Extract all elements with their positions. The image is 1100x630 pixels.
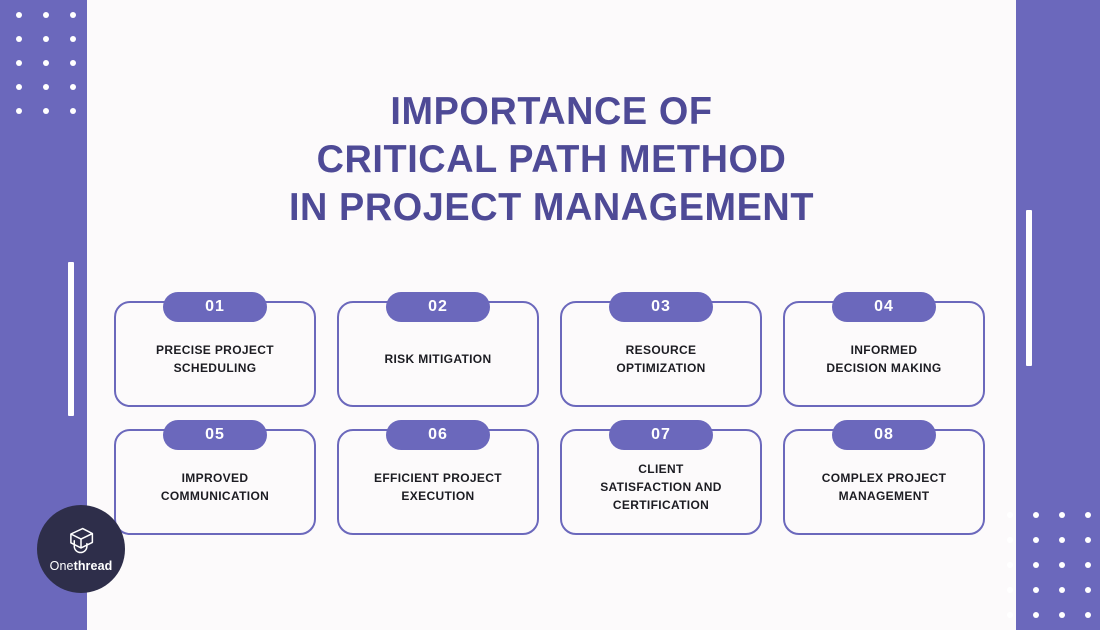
accent-bar-left bbox=[68, 262, 74, 416]
card-label: EFFICIENT PROJECT EXECUTION bbox=[374, 471, 502, 503]
decorative-dot bbox=[1007, 562, 1013, 568]
decorative-dot bbox=[70, 12, 76, 18]
decorative-dot bbox=[16, 36, 22, 42]
card-number-badge: 05 bbox=[163, 420, 267, 450]
decorative-dot bbox=[1085, 512, 1091, 518]
logo-word-thread: thread bbox=[73, 558, 113, 573]
decorative-dot bbox=[1007, 512, 1013, 518]
decorative-dot bbox=[1085, 537, 1091, 543]
decorative-dot bbox=[43, 108, 49, 114]
decorative-dot bbox=[16, 84, 22, 90]
card-label: CLIENT SATISFACTION AND CERTIFICATION bbox=[600, 462, 722, 512]
decorative-dot bbox=[1085, 562, 1091, 568]
card-label: RESOURCE OPTIMIZATION bbox=[616, 343, 706, 375]
card-label: IMPROVED COMMUNICATION bbox=[160, 471, 270, 503]
decorative-dot bbox=[1007, 612, 1013, 618]
onethread-spool-icon bbox=[70, 527, 94, 553]
decorative-dot bbox=[1007, 587, 1013, 593]
card-number-badge: 02 bbox=[386, 292, 490, 322]
decorative-dot bbox=[43, 60, 49, 66]
decorative-dot bbox=[1059, 537, 1065, 543]
decorative-dot bbox=[70, 36, 76, 42]
decorative-dot bbox=[1007, 537, 1013, 543]
decorative-dot bbox=[16, 60, 22, 66]
dot-grid-top-left bbox=[16, 12, 97, 132]
card-number-badge: 03 bbox=[609, 292, 713, 322]
decorative-dot bbox=[1085, 587, 1091, 593]
decorative-dot bbox=[1033, 562, 1039, 568]
decorative-dot bbox=[1033, 587, 1039, 593]
decorative-dot bbox=[43, 36, 49, 42]
decorative-dot bbox=[1033, 537, 1039, 543]
decorative-dot bbox=[70, 84, 76, 90]
logo-word-one: One bbox=[49, 558, 74, 573]
decorative-dot bbox=[43, 84, 49, 90]
card-number-badge: 07 bbox=[609, 420, 713, 450]
title-line-1: IMPORTANCE OF bbox=[390, 90, 713, 133]
decorative-dot bbox=[1059, 512, 1065, 518]
accent-bar-right bbox=[1026, 210, 1032, 366]
card-label: PRECISE PROJECT SCHEDULING bbox=[156, 343, 274, 375]
decorative-dot bbox=[70, 60, 76, 66]
decorative-dot bbox=[1059, 612, 1065, 618]
decorative-dot bbox=[1033, 612, 1039, 618]
logo-wordmark: Onethread bbox=[49, 558, 113, 573]
decorative-dot bbox=[43, 12, 49, 18]
card-number-badge: 08 bbox=[832, 420, 936, 450]
card-number-badge: 04 bbox=[832, 292, 936, 322]
card-label: INFORMED DECISION MAKING bbox=[826, 343, 942, 375]
decorative-dot bbox=[70, 108, 76, 114]
decorative-dot bbox=[1033, 512, 1039, 518]
onethread-logo: Onethread bbox=[37, 505, 125, 593]
card-number-badge: 06 bbox=[386, 420, 490, 450]
decorative-dot bbox=[16, 108, 22, 114]
title-line-3: IN PROJECT MANAGEMENT bbox=[288, 186, 815, 229]
page-title: IMPORTANCE OF CRITICAL PATH METHOD IN PR… bbox=[87, 88, 1016, 232]
dot-grid-bottom-right bbox=[1007, 512, 1100, 630]
decorative-dot bbox=[1085, 612, 1091, 618]
decorative-dot bbox=[16, 12, 22, 18]
card-number-badge: 01 bbox=[163, 292, 267, 322]
title-line-2: CRITICAL PATH METHOD bbox=[316, 138, 787, 181]
card-label: RISK MITIGATION bbox=[384, 352, 492, 366]
decorative-dot bbox=[1059, 587, 1065, 593]
card-label: COMPLEX PROJECT MANAGEMENT bbox=[821, 471, 947, 503]
decorative-dot bbox=[1059, 562, 1065, 568]
